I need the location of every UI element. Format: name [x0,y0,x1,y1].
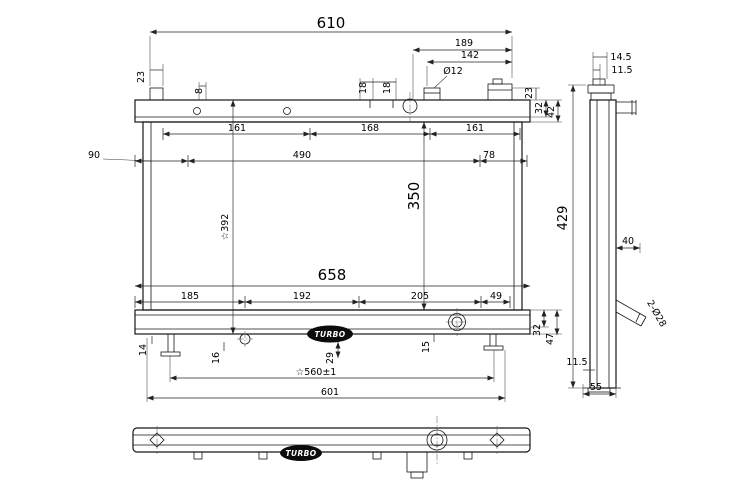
dim-29: 29 [325,352,336,364]
turbo-logo-bottom: TURBO [280,445,322,461]
dim-hole-dia: Ø12 [443,66,463,77]
outlet-pipe-bottom [406,451,428,473]
mount-diamond-left [149,432,165,448]
dim-47: 47 [545,333,556,345]
dim-142: 142 [461,50,479,61]
dim-32-bottom: 32 [532,324,543,336]
dim-189: 189 [455,38,473,49]
dim-90: 90 [88,150,100,161]
dim-161-a: 161 [228,123,246,134]
side-view-dimensions: 14.5 11.5 429 40 2-Ø28 11.5 55 [556,52,668,398]
dim-658: 658 [318,266,347,284]
dim-192: 192 [293,291,311,302]
mount-diamond-right [489,432,505,448]
dim-15: 15 [421,341,432,353]
dim-14-5: 14.5 [610,52,631,63]
dim-18-a: 18 [358,82,369,94]
dim-392: ☆392 [220,214,231,241]
dim-601: 601 [321,387,339,398]
dim-18-b: 18 [382,82,393,94]
dim-23-right: 23 [524,87,535,99]
dim-14: 14 [138,344,149,356]
dim-55: 55 [590,382,602,393]
dim-429: 429 [556,206,571,231]
dim-490: 490 [293,150,311,161]
front-view-dimensions: 610 189 142 Ø12 23 8 18 18 23 32 42 161 … [88,14,562,402]
dim-610: 610 [317,14,346,32]
dim-23-left: 23 [136,71,147,83]
dim-205: 205 [411,291,429,302]
bottom-view [132,416,531,479]
dim-11-5-bottom: 11.5 [566,357,587,368]
dim-42: 42 [546,106,557,118]
dim-185: 185 [181,291,199,302]
dim-11-5-top: 11.5 [611,65,632,76]
dim-49: 49 [490,291,502,302]
dim-40: 40 [622,236,634,247]
mount-hole [283,107,291,115]
dim-32-top: 32 [534,102,545,114]
dim-350: 350 [405,182,423,211]
dim-78: 78 [483,150,495,161]
dim-16: 16 [211,352,222,364]
mount-hole [193,107,201,115]
turbo-logo-front-text: TURBO [314,330,345,339]
dim-168: 168 [361,123,379,134]
side-view [583,78,647,393]
dim-2-d28: 2-Ø28 [644,298,668,329]
dim-8: 8 [194,88,205,94]
outlet-pipe [615,299,647,318]
turbo-logo-bottom-text: TURBO [285,449,316,458]
dim-161-b: 161 [466,123,484,134]
turbo-logo-front: TURBO [307,325,353,343]
dim-560: ☆560±1 [296,367,337,378]
front-view [134,78,531,357]
